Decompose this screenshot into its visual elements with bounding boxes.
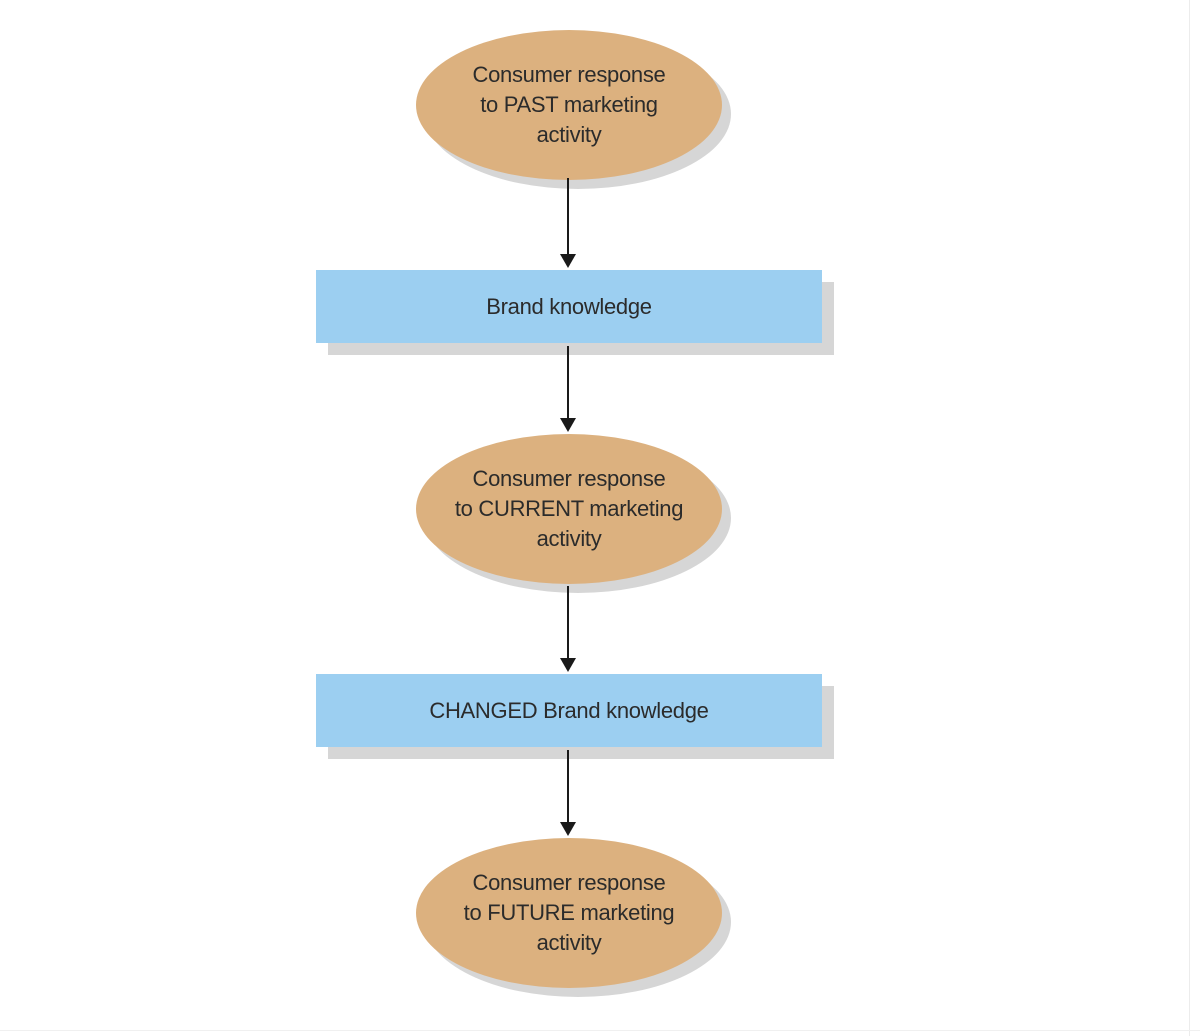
node-label: CHANGED Brand knowledge	[429, 697, 709, 723]
ellipse-shape: Consumer response to PAST marketing acti…	[416, 30, 722, 180]
arrow-head	[560, 254, 576, 268]
right-border-line	[1189, 0, 1190, 1036]
node-label-line: activity	[536, 122, 602, 147]
node-label: Brand knowledge	[486, 293, 652, 319]
arrow-past-to-brand	[558, 178, 578, 268]
node-label: Consumer response to FUTURE marketing ac…	[454, 868, 684, 958]
arrow-stem	[567, 750, 569, 824]
arrow-head	[560, 658, 576, 672]
node-label: Consumer response to CURRENT marketing a…	[454, 464, 684, 554]
ellipse-shape: Consumer response to FUTURE marketing ac…	[416, 838, 722, 988]
arrow-head	[560, 418, 576, 432]
rect-shape: CHANGED Brand knowledge	[316, 674, 822, 747]
arrow-stem	[567, 178, 569, 256]
node-label-line: to CURRENT marketing	[454, 496, 684, 521]
node-label-line: activity	[536, 526, 602, 551]
arrow-head	[560, 822, 576, 836]
ellipse-shape: Consumer response to CURRENT marketing a…	[416, 434, 722, 584]
arrow-current-to-changed	[558, 586, 578, 672]
arrow-stem	[567, 586, 569, 660]
arrow-brand-to-current	[558, 346, 578, 432]
rect-shape: Brand knowledge	[316, 270, 822, 343]
node-label: Consumer response to PAST marketing acti…	[454, 60, 684, 150]
arrow-stem	[567, 346, 569, 420]
node-label-line: activity	[536, 930, 602, 955]
node-past-response: Consumer response to PAST marketing acti…	[416, 30, 731, 189]
node-label-line: Consumer response	[472, 466, 666, 491]
arrow-changed-to-future	[558, 750, 578, 836]
node-label-line: Consumer response	[472, 62, 666, 87]
node-current-response: Consumer response to CURRENT marketing a…	[416, 434, 731, 593]
bottom-border-line	[0, 1030, 1200, 1031]
node-label-line: to FUTURE marketing	[463, 900, 675, 925]
node-future-response: Consumer response to FUTURE marketing ac…	[416, 838, 731, 997]
node-label-line: to PAST marketing	[480, 92, 658, 117]
node-brand-knowledge: Brand knowledge	[316, 270, 834, 355]
node-label-line: Consumer response	[472, 870, 666, 895]
node-changed-brand-knowledge: CHANGED Brand knowledge	[316, 674, 834, 759]
